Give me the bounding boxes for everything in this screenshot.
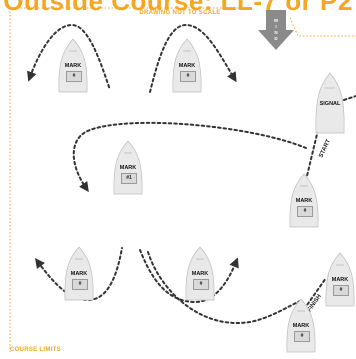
signal-boat-label: SIGNAL: [319, 101, 341, 107]
start-label: START: [318, 138, 332, 159]
mark-boat: MARK #: [63, 246, 95, 301]
scale-note: DRAWING NOT TO SCALE: [139, 10, 221, 16]
mark-label: MARK: [178, 63, 196, 69]
mark-number: #: [333, 285, 349, 296]
mark-number: #: [180, 71, 196, 82]
mark-boat: MARK #: [324, 252, 356, 307]
mark-number: #: [297, 206, 313, 217]
mark-number: #1: [121, 173, 137, 184]
mark-number: #: [193, 279, 209, 290]
svg-text:N: N: [274, 30, 277, 35]
mark-label: MARK: [331, 277, 349, 283]
mark-boat: MARK #: [171, 38, 203, 93]
svg-text:W: W: [274, 18, 279, 23]
signal-boat: [314, 72, 346, 134]
mark-boat: MARK #: [285, 298, 317, 353]
svg-text:D: D: [274, 36, 278, 41]
mark-label: MARK: [70, 271, 88, 277]
mark-number: #: [66, 71, 82, 82]
mark-label: MARK: [292, 323, 310, 329]
course-limits-label: COURSE LIMITS: [10, 347, 61, 353]
mark-label: MARK: [295, 198, 313, 204]
mark-boat: MARK #: [184, 246, 216, 301]
mark-label: MARK: [119, 165, 137, 171]
mark-number: #: [294, 331, 310, 342]
mark-boat: MARK #1: [112, 140, 144, 195]
mark-label: MARK: [64, 63, 82, 69]
page-title: Outside Course: LL-7 or P2: [3, 0, 353, 16]
mark-number: #: [72, 279, 88, 290]
mark-boat: MARK #: [57, 38, 89, 93]
mark-label: MARK: [191, 271, 209, 277]
mark-boat: MARK #: [288, 173, 320, 228]
boat-icon: [315, 72, 345, 134]
svg-text:I: I: [275, 24, 276, 29]
